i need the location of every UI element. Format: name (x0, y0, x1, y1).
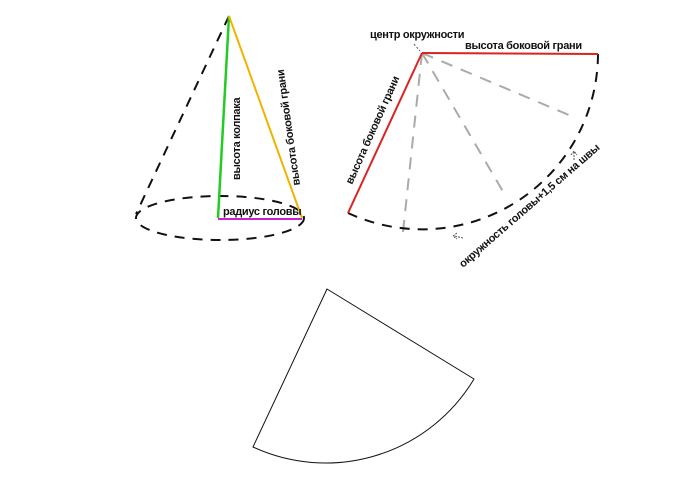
cone-drawing: высота колпака высота боковой грани ради… (135, 15, 305, 241)
fold-line-1 (402, 52, 423, 233)
arrow-icon (452, 232, 464, 240)
cone-radius-label: радиус головы (223, 206, 301, 218)
center-label: центр окружности (370, 29, 464, 41)
fold-line-3 (421, 52, 577, 119)
arrow-icon (570, 150, 578, 160)
cone-slant-label: высота боковой грани (275, 69, 303, 186)
hat-pattern-sector (252, 288, 475, 464)
fold-line-2 (421, 52, 506, 196)
cone-left-side (135, 15, 230, 215)
sector-left-label: высота боковой грани (344, 75, 402, 187)
sector-left-edge (347, 52, 423, 214)
sector-arc (347, 53, 599, 231)
sector-top-edge (421, 52, 599, 55)
sector-drawing: центр окружности высота боковой грани вы… (344, 29, 602, 270)
cone-height-line (216, 15, 231, 219)
cone-height-label: высота колпака (231, 97, 243, 180)
sector-top-label: высота боковой грани (465, 40, 582, 52)
cone-slant-line (228, 15, 303, 219)
center-pointer (413, 43, 421, 52)
sector-arc-label: окружность головы+1,5 см на швы (457, 142, 602, 270)
